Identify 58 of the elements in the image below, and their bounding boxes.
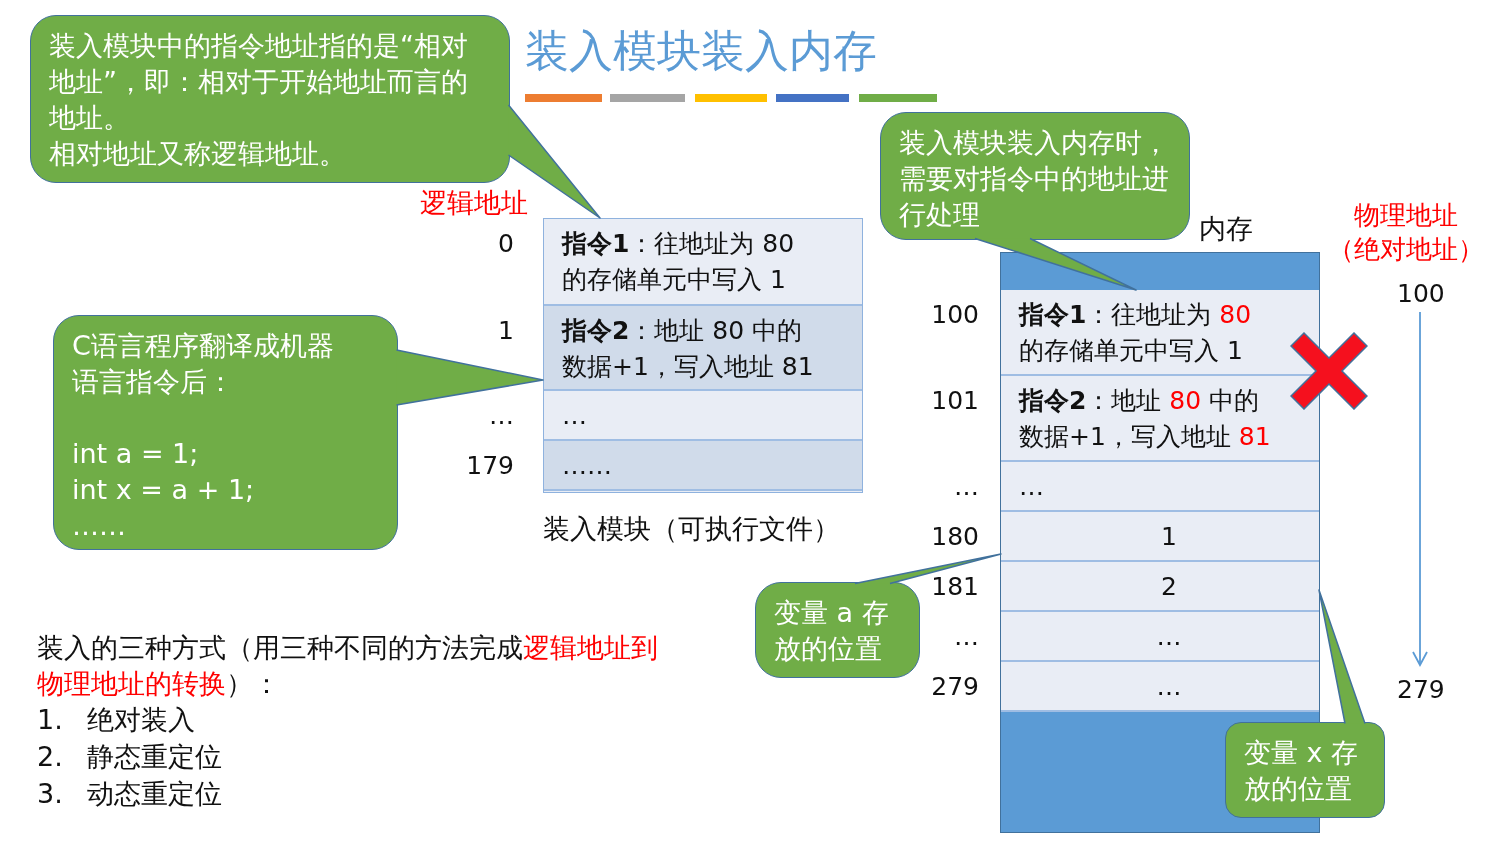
address-label: 181 <box>931 574 979 599</box>
address-label: … <box>954 474 979 499</box>
list-item: 2. 静态重定位 <box>37 740 223 774</box>
address-label: 100 <box>1397 281 1445 306</box>
address-label: 1 <box>498 318 514 343</box>
callout-text: 变量 x 存放的位置 <box>1244 736 1360 806</box>
speech-bubble <box>53 315 398 550</box>
address-label: 0 <box>498 231 514 256</box>
code-line: int a = 1; <box>72 437 199 471</box>
callout-pointer <box>395 349 544 406</box>
cell-text: … <box>1019 471 1044 503</box>
cell-text: 指令1：往地址为 80 的存储单元中写入 1 <box>1019 299 1253 367</box>
memory-cell <box>1001 612 1319 662</box>
cell-text: 指令1：往地址为 80 的存储单元中写入 1 <box>562 228 796 296</box>
note-text: 装入的三种方式（用三种不同的方法完成逻辑地址到物理地址的转换）： <box>37 631 659 701</box>
address-label: … <box>954 624 979 649</box>
cell-text: … <box>1156 621 1182 653</box>
cell-text: … <box>562 400 587 432</box>
cell-text: 指令2：地址 80 中的数据+1，写入地址 81 <box>1019 385 1272 453</box>
table-caption: 装入模块（可执行文件） <box>542 512 840 545</box>
address-label: 279 <box>931 674 979 699</box>
callout-text: 装入模块装入内存时，需要对指令中的地址进行处理 <box>899 126 1170 232</box>
memory-cell <box>1001 562 1319 612</box>
memory-cell <box>1001 290 1319 376</box>
list-item: 1. 绝对装入 <box>37 703 196 737</box>
address-label: 100 <box>931 302 979 327</box>
list-item: 3. 动态重定位 <box>37 777 223 811</box>
callout-text: 装入模块中的指令地址指的是“相对地址”，即：相对于开始地址而言的地址。 <box>49 29 469 135</box>
cell-text: 2 <box>1161 571 1177 603</box>
callout-text: 变量 a 存放的位置 <box>774 596 890 666</box>
table-row <box>544 441 862 491</box>
code-line: int x = a + 1; <box>72 473 255 507</box>
axis-heading: 物理地址（绝对地址） <box>1327 199 1485 266</box>
callout-pointer <box>854 553 1002 585</box>
memory-cell <box>1001 662 1319 712</box>
axis-heading: 逻辑地址 <box>420 186 528 220</box>
memory-cell <box>1001 462 1319 512</box>
memory-cell <box>1001 512 1319 562</box>
cell-text: 1 <box>1161 521 1177 553</box>
cell-text: …… <box>562 450 612 482</box>
callout-pointer <box>507 104 601 219</box>
table-row <box>544 306 862 391</box>
callout-text: 相对地址又称逻辑地址。 <box>49 137 346 171</box>
code-line: …… <box>72 509 126 543</box>
callout-pointer <box>974 237 1137 291</box>
address-label: 179 <box>466 453 514 478</box>
cell-text: … <box>1156 671 1182 703</box>
address-label: … <box>489 403 514 428</box>
slide-title: 装入模块装入内存 <box>525 24 877 78</box>
address-label: 279 <box>1397 677 1445 702</box>
memory-cell <box>1001 376 1319 462</box>
address-label: 101 <box>931 388 979 413</box>
cell-text: 指令2：地址 80 中的数据+1，写入地址 81 <box>562 315 815 383</box>
callout-text: C语言程序翻译成机器语言指令后： <box>72 329 335 399</box>
speech-bubble <box>30 15 510 183</box>
callout-pointer <box>1318 589 1366 725</box>
column-heading: 内存 <box>1199 212 1253 245</box>
address-label: 180 <box>931 524 979 549</box>
